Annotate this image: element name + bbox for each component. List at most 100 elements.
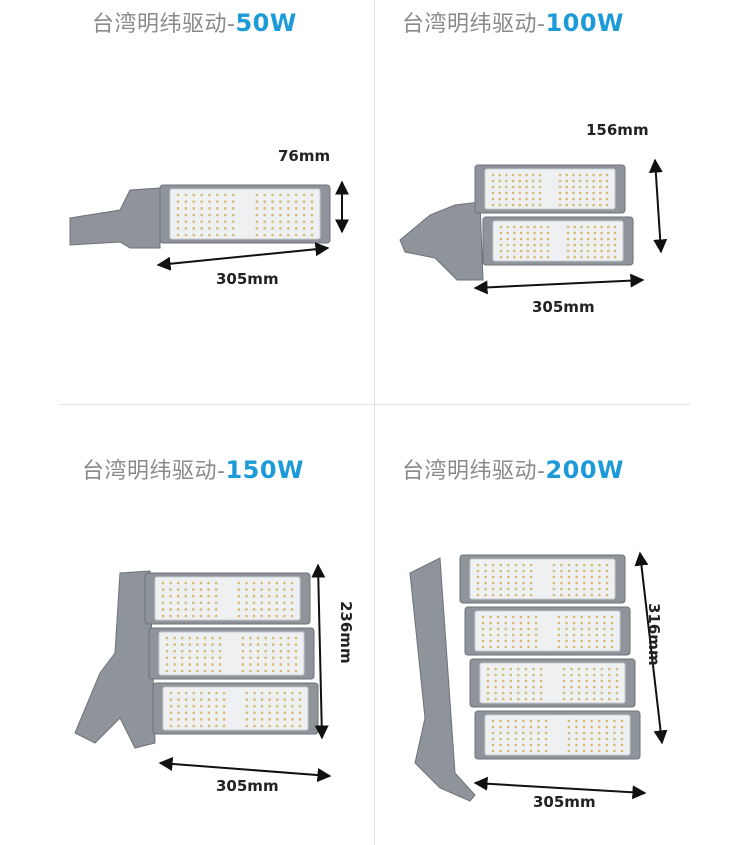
led-chip [532, 697, 535, 701]
led-chip [275, 704, 279, 708]
led-chip [595, 639, 599, 643]
led-chip [491, 563, 495, 567]
led-chip [505, 173, 508, 177]
led-chip [512, 621, 515, 625]
led-chip [582, 569, 586, 573]
led-chip [184, 718, 188, 721]
led-chip [514, 563, 518, 567]
led-chip [222, 718, 226, 721]
led-chip [608, 673, 611, 677]
led-chip [605, 173, 609, 177]
led-chip [252, 614, 256, 618]
led-chip [598, 563, 601, 567]
led-chip [517, 691, 520, 695]
led-chip [519, 243, 523, 247]
led-chip [613, 737, 616, 741]
led-chip [533, 255, 536, 259]
led-chip [176, 213, 180, 217]
led-chip [595, 621, 599, 625]
led-chip [525, 173, 528, 177]
led-chip [252, 588, 256, 591]
led-chip [566, 249, 570, 253]
led-chip [192, 691, 196, 695]
led-chip [199, 608, 203, 611]
led-chip [506, 231, 510, 235]
led-chip [533, 231, 536, 235]
lamp-image-200w [409, 551, 668, 802]
led-chip [531, 185, 535, 189]
led-chip [200, 711, 203, 715]
led-chip [476, 581, 480, 585]
led-chip [223, 227, 227, 230]
led-chip [506, 749, 510, 753]
led-chip [207, 601, 210, 605]
led-chip [476, 563, 480, 567]
width-arrow [158, 756, 332, 783]
led-chip [580, 243, 583, 247]
led-chip [287, 233, 290, 237]
led-chip [620, 749, 624, 753]
led-chip [499, 255, 503, 259]
led-chip [527, 627, 530, 631]
led-chip [514, 749, 518, 753]
height-arrow [648, 158, 668, 254]
led-chip [200, 227, 203, 230]
led-chip [580, 627, 583, 631]
led-chip [476, 575, 480, 579]
led-chip [603, 645, 606, 649]
led-chip [513, 225, 516, 229]
led-chip [518, 179, 522, 183]
led-chip [517, 673, 520, 677]
led-chip [302, 207, 306, 210]
led-chip [499, 249, 503, 253]
led-chip [476, 587, 480, 591]
title-prefix: 台湾明纬驱动- [92, 12, 236, 37]
led-chip [538, 203, 542, 207]
led-chip [192, 193, 196, 197]
led-chip [577, 673, 581, 677]
led-chip [208, 213, 211, 217]
led-chip [524, 673, 528, 677]
led-chip [203, 669, 207, 673]
led-chip [180, 649, 184, 653]
led-chip [544, 749, 548, 753]
led-chip [199, 588, 203, 591]
title-prefix: 台湾明纬驱动- [402, 12, 546, 37]
led-chip [231, 200, 235, 203]
led-chip [512, 627, 515, 631]
led-chip [216, 213, 219, 217]
led-chip [211, 649, 214, 653]
led-chip [590, 743, 593, 747]
led-chip [537, 731, 540, 735]
led-chip [298, 698, 302, 701]
led-chip [302, 200, 306, 203]
led-chip [575, 575, 578, 579]
led-chip [557, 633, 561, 637]
led-chip [169, 601, 172, 605]
led-chip [552, 575, 556, 579]
led-chip [496, 633, 500, 637]
led-chip [176, 581, 180, 585]
led-chip [494, 697, 497, 701]
led-chip [544, 737, 548, 741]
led-chip [263, 193, 267, 197]
led-chip [196, 643, 199, 646]
led-chip [517, 697, 520, 701]
led-chip [214, 614, 218, 618]
led-chip [256, 656, 260, 660]
led-chip [223, 220, 227, 223]
led-chip [481, 639, 485, 643]
led-chip [499, 725, 502, 729]
led-chip [260, 588, 263, 591]
led-chip [506, 743, 510, 747]
led-chip [260, 704, 264, 708]
led-chip [173, 649, 176, 653]
led-chip [505, 203, 508, 207]
led-chip [177, 711, 180, 715]
led-module-lens [169, 188, 321, 240]
led-chip [565, 633, 568, 637]
led-chip [595, 615, 599, 619]
led-chip [310, 213, 314, 217]
led-chip [603, 621, 606, 625]
led-chip [519, 645, 523, 649]
